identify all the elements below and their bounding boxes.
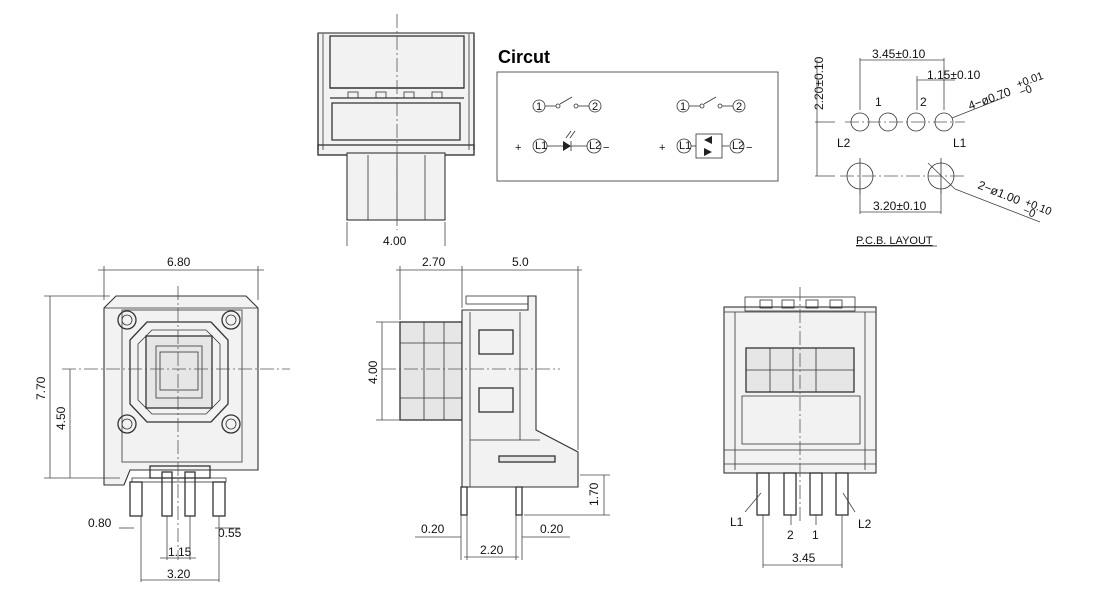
front-pin-1 xyxy=(129,481,143,517)
biled-l2-icon xyxy=(729,138,745,154)
switch-pin2-label: 2 xyxy=(592,101,598,113)
dim-pcb-hole-small: 4−ø0.70 xyxy=(966,84,1013,112)
pcb-layout: 3.45±0.10 1.15±0.10 2.20±0.10 L2 1 2 L1 … xyxy=(812,47,1053,247)
back-label-2: 2 xyxy=(787,528,794,542)
side-view: 2.70 5.0 4.00 1.70 0.20 0.20 2.20 xyxy=(366,255,610,560)
front-hole-tl xyxy=(117,310,137,330)
dim-side-pin-length: 1.70 xyxy=(587,482,601,506)
top-view-body xyxy=(317,32,475,156)
switch-pin2-icon xyxy=(588,99,602,113)
pcb-label-l2: L2 xyxy=(837,136,851,150)
dim-front-pin-pitch: 1.15 xyxy=(168,545,192,559)
led-l1-label: L1 xyxy=(535,140,547,152)
biled-l2-label: L2 xyxy=(732,140,744,152)
biled-plus-label: + xyxy=(659,142,665,154)
front-pin-4 xyxy=(212,481,226,517)
dim-front-center-height: 4.50 xyxy=(54,406,68,430)
biled-l1-label: L1 xyxy=(679,140,691,152)
dim-pcb-outer: 3.45±0.10 xyxy=(872,47,926,61)
dim-top-width: 4.00 xyxy=(383,234,407,248)
dim-front-pin-offset: 0.80 xyxy=(88,516,112,530)
dim-side-pin-left: 0.20 xyxy=(421,522,445,536)
side-window-top xyxy=(478,329,514,355)
back-label-1: 1 xyxy=(812,528,819,542)
back-pin-1 xyxy=(809,472,823,516)
top-view: 4.00 xyxy=(317,14,475,248)
switch2-pin2-icon xyxy=(732,99,746,113)
led-l2-label: L2 xyxy=(589,140,601,152)
led-plus-label: + xyxy=(515,142,521,154)
dim-side-front-depth: 2.70 xyxy=(422,255,446,269)
dim-front-width: 6.80 xyxy=(167,255,191,269)
dim-pcb-inner: 1.15±0.10 xyxy=(927,68,981,82)
front-hole-bl xyxy=(117,414,137,434)
back-pin-l2 xyxy=(835,472,849,516)
dim-side-pin-right: 0.20 xyxy=(540,522,564,536)
front-actuator xyxy=(145,335,213,409)
dim-side-window-height: 4.00 xyxy=(366,360,380,384)
top-view-window xyxy=(346,152,446,221)
dim-pcb-large-pitch: 3.20±0.10 xyxy=(873,199,927,213)
side-window-bottom xyxy=(478,387,514,413)
back-label-l2: L2 xyxy=(858,517,872,531)
led-diode-icon xyxy=(563,141,571,151)
dim-pcb-hole-large-tol-lower: −0 xyxy=(1021,205,1037,221)
side-pin-left xyxy=(460,486,468,516)
switch2-pin1-label: 1 xyxy=(680,101,686,113)
back-pin-l1 xyxy=(756,472,770,516)
back-label-l1: L1 xyxy=(730,515,744,529)
switch-pin1-label: 1 xyxy=(536,101,542,113)
side-pin-right xyxy=(515,486,523,516)
dim-back-pin-span: 3.45 xyxy=(792,551,816,565)
pcb-label-1: 1 xyxy=(875,95,882,109)
dim-front-pin-width: 0.55 xyxy=(218,526,242,540)
pcb-label-2: 2 xyxy=(920,95,927,109)
biled-minus-label: − xyxy=(746,142,752,154)
front-octagon-frame xyxy=(129,321,229,423)
led-minus-label: − xyxy=(603,142,609,154)
dim-pcb-row: 2.20±0.10 xyxy=(812,56,826,110)
dim-front-height: 7.70 xyxy=(34,376,48,400)
circuit-title: Circut xyxy=(498,47,550,67)
pcb-layout-label: P.C.B. LAYOUT xyxy=(856,235,933,247)
led-l2-icon xyxy=(586,138,602,154)
circuit-box xyxy=(496,71,779,182)
dim-side-pin-spacing: 2.20 xyxy=(480,543,504,557)
dim-front-pin-span: 3.20 xyxy=(167,567,191,581)
front-hole-br xyxy=(221,414,241,434)
back-pin-2 xyxy=(783,472,797,516)
circuit-section: Circut 1 2 + L1 L2 − 1 2 + xyxy=(496,47,779,182)
side-button xyxy=(399,321,463,421)
front-hole-tr xyxy=(221,310,241,330)
dim-pcb-hole-large: 2−ø1.00 xyxy=(976,178,1023,208)
dim-side-body-depth: 5.0 xyxy=(512,255,529,269)
switch2-pin2-label: 2 xyxy=(736,101,742,113)
pcb-label-l1: L1 xyxy=(953,136,967,150)
dim-pcb-hole-small-tol-lower: −0 xyxy=(1018,83,1034,99)
front-view: 6.80 7.70 4.50 0.80 0.55 1.15 3.20 xyxy=(34,255,290,582)
back-view: L1 2 1 L2 3.45 xyxy=(723,287,877,568)
